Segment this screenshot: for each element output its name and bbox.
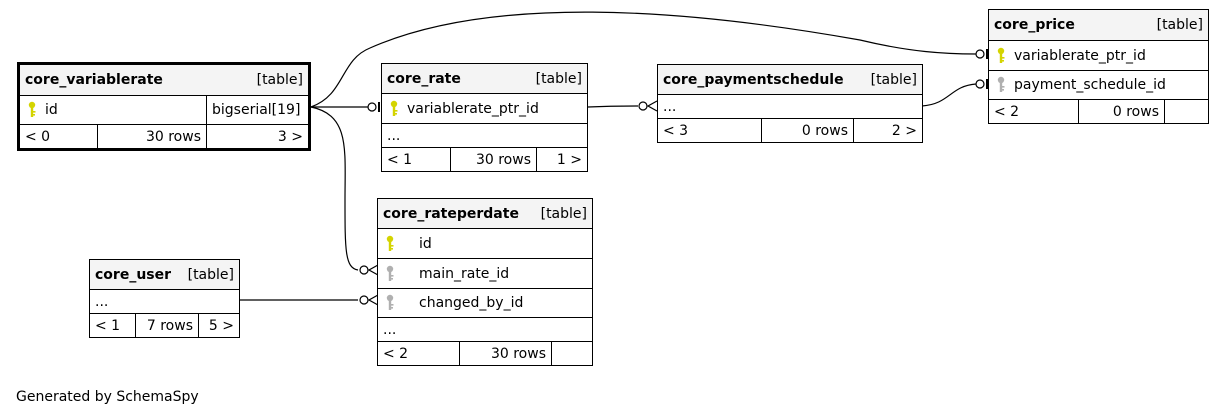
table-kind: [table]: [535, 70, 582, 87]
column-name: id: [419, 235, 432, 252]
column-row[interactable]: id: [378, 228, 592, 258]
generated-by-footer: Generated by SchemaSpy: [16, 389, 199, 405]
children-count[interactable]: 2 >: [853, 119, 922, 142]
column-name: main_rate_id: [419, 265, 510, 282]
foreign-key-icon: [383, 294, 397, 312]
table-kind: [table]: [540, 205, 587, 222]
foreign-key-icon: [383, 265, 397, 283]
children-count[interactable]: [551, 342, 592, 365]
table-core-user[interactable]: core_user [table] ... < 1 7 rows 5 >: [89, 259, 240, 338]
edge-end-many-marker: [367, 294, 379, 306]
table-name: core_price: [994, 17, 1075, 33]
row-count: 0 rows: [761, 119, 853, 142]
table-stats: < 1 7 rows 5 >: [90, 313, 239, 337]
column-row[interactable]: variablerate_ptr_id: [989, 40, 1208, 70]
table-header: core_price [table]: [989, 10, 1208, 40]
column-type: bigserial[19]: [206, 96, 308, 124]
table-name: core_variablerate: [25, 72, 163, 88]
foreign-key-icon: [994, 76, 1008, 94]
table-core-price[interactable]: core_price [table] variablerate_ptr_id p…: [988, 9, 1209, 124]
column-row[interactable]: payment_schedule_id: [989, 70, 1208, 99]
column-name: variablerate_ptr_id: [1014, 47, 1146, 64]
table-header: core_paymentschedule [table]: [658, 65, 922, 94]
edge-end-circle: [975, 49, 985, 59]
ellipsis: ...: [383, 321, 397, 338]
parents-count[interactable]: < 3: [663, 122, 689, 139]
column-name: changed_by_id: [419, 295, 524, 311]
table-kind: [table]: [1156, 17, 1203, 33]
table-kind: [table]: [256, 72, 303, 88]
table-name: core_paymentschedule: [663, 71, 844, 88]
column-row[interactable]: variablerate_ptr_id: [382, 93, 587, 123]
table-stats: < 2 0 rows: [989, 99, 1208, 123]
parents-count[interactable]: < 2: [994, 103, 1020, 120]
primary-key-icon: [383, 235, 397, 253]
primary-key-icon: [387, 100, 401, 118]
row-count: 30 rows: [459, 342, 551, 365]
table-stats: < 1 30 rows 1 >: [382, 147, 587, 171]
row-count: 7 rows: [135, 314, 198, 337]
table-stats: < 3 0 rows 2 >: [658, 118, 922, 142]
ellipsis: ...: [95, 293, 109, 310]
table-header: core_rate [table]: [382, 64, 587, 93]
ellipsis: ...: [387, 127, 401, 144]
table-kind: [table]: [870, 71, 917, 88]
table-core-rateperdate[interactable]: core_rateperdate [table] id main_rate_id…: [377, 198, 593, 366]
table-name: core_rate: [387, 70, 461, 87]
parents-count[interactable]: < 2: [383, 345, 409, 362]
primary-key-icon: [25, 101, 39, 119]
edge-variablerate-price: [310, 11, 977, 108]
primary-key-icon: [994, 47, 1008, 65]
more-columns: ...: [382, 123, 587, 147]
column-name: payment_schedule_id: [1014, 77, 1166, 93]
edge-variablerate-rateperdate: [310, 106, 359, 271]
parents-count[interactable]: < 1: [95, 317, 121, 334]
table-core-paymentschedule[interactable]: core_paymentschedule [table] ... < 3 0 r…: [657, 64, 923, 143]
table-header: core_user [table]: [90, 260, 239, 289]
edge-rate-paymentschedule: [587, 105, 639, 108]
children-count[interactable]: 1 >: [536, 148, 587, 171]
more-columns: ...: [658, 94, 922, 118]
table-stats: < 2 30 rows: [378, 341, 592, 365]
children-count[interactable]: 5 >: [198, 314, 239, 337]
edge-paymentschedule-price: [921, 83, 977, 107]
edge-end-circle: [359, 295, 369, 305]
table-name: core_user: [95, 266, 172, 283]
table-core-rate[interactable]: core_rate [table] variablerate_ptr_id ..…: [381, 63, 588, 172]
edge-end-circle: [638, 101, 648, 111]
ellipsis: ...: [663, 98, 677, 115]
column-name: id: [45, 102, 58, 118]
parents-count[interactable]: < 0: [25, 128, 51, 145]
column-row[interactable]: main_rate_id: [378, 258, 592, 288]
more-columns: ...: [378, 317, 592, 341]
edge-end-circle: [975, 79, 985, 89]
column-name: variablerate_ptr_id: [407, 100, 539, 117]
edge-end-many-marker: [367, 264, 379, 276]
parents-count[interactable]: < 1: [387, 151, 413, 168]
column-row[interactable]: changed_by_id: [378, 288, 592, 317]
children-count[interactable]: 3 >: [206, 125, 308, 148]
edge-end-circle: [367, 102, 377, 112]
edge-end-many-marker: [646, 100, 658, 112]
edge-end-circle: [359, 265, 369, 275]
table-header: core_variablerate [table]: [20, 65, 308, 95]
row-count: 30 rows: [450, 148, 536, 171]
table-header: core_rateperdate [table]: [378, 199, 592, 228]
table-core-variablerate[interactable]: core_variablerate [table] id bigserial[1…: [17, 62, 311, 151]
row-count: 30 rows: [97, 125, 206, 148]
children-count[interactable]: [1164, 100, 1208, 123]
table-name: core_rateperdate: [383, 205, 519, 222]
table-kind: [table]: [187, 266, 234, 283]
column-row[interactable]: id bigserial[19]: [20, 95, 308, 124]
table-stats: < 0 30 rows 3 >: [20, 124, 308, 148]
more-columns: ...: [90, 289, 239, 313]
row-count: 0 rows: [1078, 100, 1164, 123]
